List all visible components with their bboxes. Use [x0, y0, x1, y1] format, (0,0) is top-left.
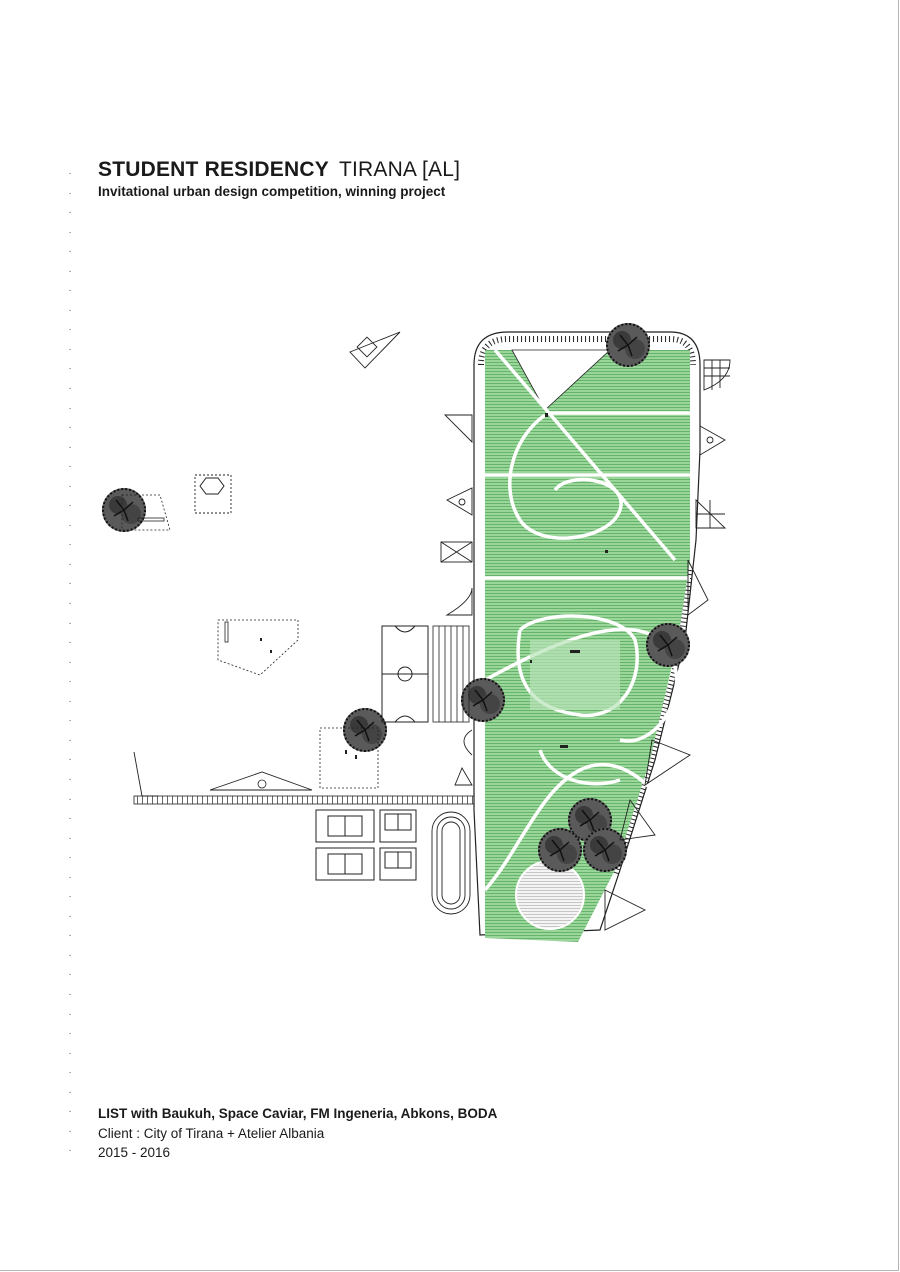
margin-dot: · — [68, 637, 72, 649]
tennis-court — [315, 809, 417, 881]
tree-icon — [605, 322, 651, 368]
margin-dot: · — [68, 324, 72, 336]
margin-dot: · — [68, 891, 72, 903]
margin-dot: · — [68, 969, 72, 981]
margin-dot: · — [68, 363, 72, 375]
margin-dot: · — [68, 1047, 72, 1059]
margin-dot: · — [68, 1106, 72, 1118]
margin-dot: · — [68, 910, 72, 922]
margin-dot: · — [68, 558, 72, 570]
margin-dot: · — [68, 676, 72, 688]
margin-dot: · — [68, 246, 72, 258]
page-title: STUDENT RESIDENCY TIRANA [AL] — [98, 158, 460, 182]
margin-dot: · — [68, 285, 72, 297]
tree-icon — [645, 622, 691, 668]
margin-dot: · — [68, 519, 72, 531]
margin-dot: · — [68, 1145, 72, 1157]
margin-dot: · — [68, 207, 72, 219]
margin-dot: · — [68, 773, 72, 785]
margin-dot: · — [68, 265, 72, 277]
margin-dot: · — [68, 930, 72, 942]
track-lanes — [432, 625, 470, 723]
pond — [515, 860, 585, 930]
margin-dot: · — [68, 539, 72, 551]
boundary-railing — [133, 795, 475, 805]
margin-dot: · — [68, 304, 72, 316]
margin-dot: · — [68, 656, 72, 668]
margin-dot: · — [68, 617, 72, 629]
margin-dot: · — [68, 500, 72, 512]
park-outer-wall — [473, 331, 701, 936]
page-subtitle: Invitational urban design competition, w… — [98, 184, 446, 199]
credits-client: Client : City of Tirana + Atelier Albani… — [98, 1125, 325, 1141]
margin-dot: · — [68, 402, 72, 414]
plaza-triangle — [511, 349, 612, 411]
margin-dot: · — [68, 871, 72, 883]
margin-dot: · — [68, 715, 72, 727]
margin-dot: · — [68, 754, 72, 766]
football-pitch — [381, 625, 429, 723]
margin-dot: · — [68, 695, 72, 707]
margin-dot: · — [68, 422, 72, 434]
project-credits: LIST with Baukuh, Space Caviar, FM Ingen… — [98, 1104, 497, 1163]
margin-dot: · — [68, 1086, 72, 1098]
margin-dot: · — [68, 1125, 72, 1137]
tree-icon — [460, 677, 506, 723]
margin-dot: · — [68, 480, 72, 492]
margin-dot: · — [68, 461, 72, 473]
margin-dot: · — [68, 343, 72, 355]
credits-years: 2015 - 2016 — [98, 1145, 171, 1160]
tree-icon — [342, 707, 388, 753]
tree-icon — [582, 827, 628, 873]
title-main: STUDENT RESIDENCY — [98, 158, 329, 181]
margin-dot: · — [68, 813, 72, 825]
margin-dot: · — [68, 949, 72, 961]
margin-dot: · — [68, 383, 72, 395]
margin-dot-column: · · · · · · · · · · · · · · · · · · · · · · · · · · · · · · · · · · · · · · · ·… — [66, 164, 74, 1161]
margin-dot: · — [68, 226, 72, 238]
margin-dot: · — [68, 793, 72, 805]
margin-dot: · — [68, 734, 72, 746]
margin-dot: · — [68, 578, 72, 590]
margin-dot: · — [68, 598, 72, 610]
margin-dot: · — [68, 187, 72, 199]
margin-dot: · — [68, 1028, 72, 1040]
margin-dot: · — [68, 168, 72, 179]
tree-icon — [537, 827, 583, 873]
site-plan-drawing — [101, 322, 731, 942]
margin-dot: · — [68, 441, 72, 453]
margin-dot: · — [68, 1067, 72, 1079]
margin-dot: · — [68, 832, 72, 844]
margin-dot: · — [68, 1008, 72, 1020]
margin-dot: · — [68, 988, 72, 1000]
title-location: TIRANA [AL] — [338, 158, 461, 181]
running-track — [431, 811, 471, 915]
margin-dot: · — [68, 852, 72, 864]
credits-team: LIST with Baukuh, Space Caviar, FM Ingen… — [98, 1106, 498, 1121]
